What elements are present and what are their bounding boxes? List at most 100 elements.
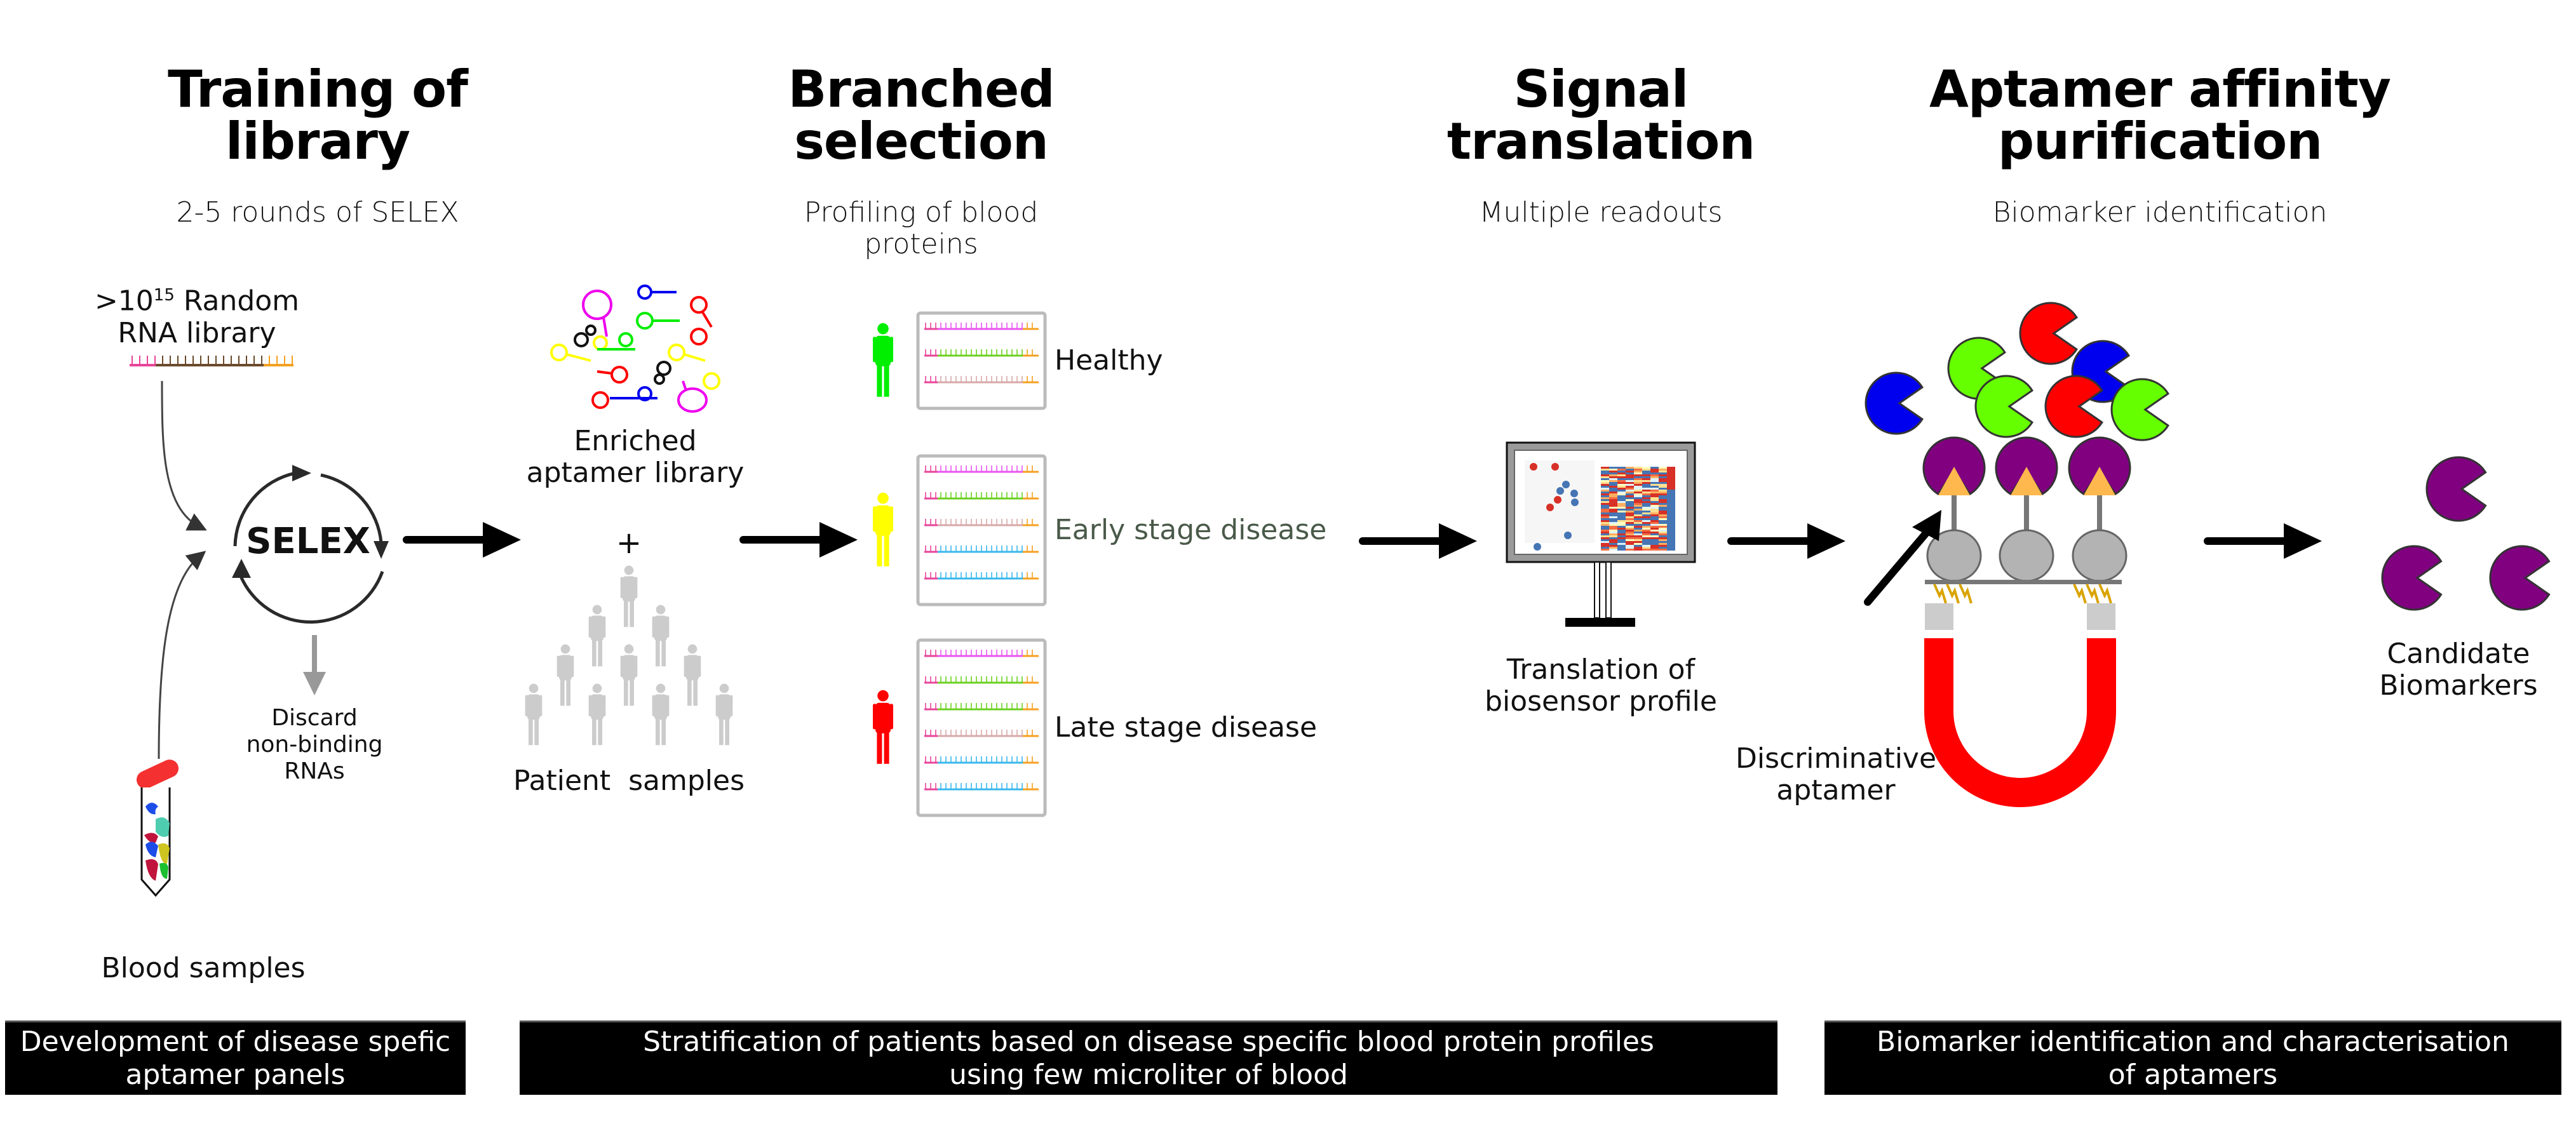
enriched-aptamer-library-icon bbox=[550, 284, 720, 413]
pointer-arrow-head bbox=[1912, 510, 1941, 541]
patient-samples-label: Patient samples bbox=[513, 765, 745, 797]
group-label: Early stage disease bbox=[1055, 514, 1327, 546]
selex-label: SELEX bbox=[246, 521, 370, 562]
magnet-icon bbox=[1924, 603, 2116, 807]
spark-icon bbox=[2086, 584, 2100, 604]
scatter-dot bbox=[1556, 487, 1564, 495]
bead-aptamer-complex bbox=[1922, 436, 1986, 582]
group-label: Healthy bbox=[1055, 344, 1163, 377]
candidate-line: Biomarkers bbox=[2379, 669, 2538, 702]
random-library-label: >1015 Random RNA library bbox=[76, 279, 318, 349]
aptamer-strand bbox=[924, 376, 1039, 384]
arrow-right-icon bbox=[1359, 523, 1477, 559]
title-line: Training of bbox=[168, 60, 468, 119]
title-line: Signal bbox=[1513, 60, 1689, 119]
discard-line: Discard bbox=[271, 705, 358, 731]
aptamer-strand bbox=[924, 545, 1039, 553]
discriminative-line: aptamer bbox=[1776, 774, 1896, 806]
discard-line: non-binding bbox=[246, 732, 383, 758]
spark-icon bbox=[2098, 584, 2112, 604]
footer-line: Development of disease spefic bbox=[20, 1026, 451, 1058]
scatter-dot bbox=[1570, 490, 1578, 497]
patient-icon bbox=[873, 492, 893, 566]
monitor-label-line: Translation of bbox=[1506, 653, 1696, 686]
discard-label: Discard non-binding RNAs bbox=[229, 705, 400, 785]
scatter-dot bbox=[1530, 463, 1537, 471]
plus-sign: + bbox=[616, 525, 642, 561]
spark-icon bbox=[1959, 584, 1972, 604]
candidate-biomarkers-icon bbox=[2381, 456, 2551, 611]
stage-title-signal: Signal translation bbox=[1436, 64, 1766, 168]
exponent: 15 bbox=[153, 286, 175, 305]
candidate-biomarker-icon bbox=[2381, 545, 2443, 611]
patient-icon bbox=[684, 644, 701, 706]
aptamer-panel bbox=[873, 311, 1047, 410]
aptamer-strand bbox=[924, 519, 1039, 526]
subtitle-line: Profiling of blood bbox=[804, 196, 1039, 229]
protein-icon bbox=[1974, 375, 2033, 438]
scatter-dot bbox=[1564, 532, 1572, 539]
monitor-label-line: biosensor profile bbox=[1485, 685, 1717, 718]
footer-banner-biomarker: Biomarker identification and characteris… bbox=[1824, 1021, 2561, 1095]
aptamer-strand bbox=[924, 492, 1039, 500]
aptamer-panel bbox=[873, 638, 1047, 817]
discard-arrow-icon bbox=[303, 635, 326, 695]
stage-title-branched: Branched selection bbox=[762, 64, 1080, 168]
title-line: library bbox=[225, 112, 410, 171]
stage-subtitle-branched: Profiling of blood proteins bbox=[731, 197, 1112, 260]
library-line1: >1015 Random bbox=[94, 284, 300, 318]
bead-aptamer-complex bbox=[1995, 436, 2058, 582]
candidate-biomarker-icon bbox=[2489, 545, 2551, 611]
aptamer-strand bbox=[924, 349, 1039, 357]
footer-line: aptamer panels bbox=[125, 1059, 346, 1091]
biosensor-profile-label: Translation of biosensor profile bbox=[1455, 654, 1747, 718]
patient-icon bbox=[652, 605, 670, 667]
candidate-line: Candidate bbox=[2387, 638, 2530, 670]
protein-icon bbox=[2019, 302, 2078, 365]
stage-subtitle-purification: Biomarker identification bbox=[1992, 196, 2328, 229]
aptamer-strand bbox=[924, 323, 1039, 330]
spark-icon bbox=[1933, 584, 1947, 604]
patient-icon bbox=[873, 323, 893, 397]
aptamer-strand bbox=[924, 676, 1039, 684]
arrow-right-icon bbox=[403, 522, 521, 558]
candidate-biomarkers-label: Candidate Biomarkers bbox=[2350, 638, 2566, 702]
biosensor-monitor-icon bbox=[1506, 441, 1696, 627]
footer-line: Biomarker identification and characteris… bbox=[1877, 1026, 2509, 1058]
aptamer-strand bbox=[924, 730, 1039, 737]
patient-icon bbox=[588, 683, 606, 746]
patient-icon bbox=[556, 644, 574, 706]
scatter-dot bbox=[1534, 543, 1541, 551]
spark-icon bbox=[2073, 584, 2087, 604]
protein-icon bbox=[1865, 371, 1924, 435]
blood-tube-icon bbox=[136, 760, 179, 897]
patient-group: Early stage disease bbox=[864, 454, 1372, 606]
title-line: purification bbox=[1997, 112, 2323, 171]
scatter-dot bbox=[1554, 496, 1561, 504]
arrow-right-icon bbox=[1727, 523, 1845, 559]
aptamer-strand bbox=[924, 650, 1039, 657]
blood-samples-label: Blood samples bbox=[101, 952, 306, 984]
footer-line: of aptamers bbox=[2108, 1059, 2278, 1091]
patient-icon bbox=[525, 683, 543, 746]
stage-subtitle-signal: Multiple readouts bbox=[1479, 196, 1723, 229]
footer-line: using few microliter of blood bbox=[949, 1059, 1348, 1091]
patient-icon bbox=[873, 690, 893, 764]
scatter-dot bbox=[1546, 504, 1554, 511]
patient-group: Healthy bbox=[864, 311, 1372, 410]
discard-line: RNAs bbox=[284, 758, 345, 784]
aptamer-panel bbox=[873, 454, 1047, 606]
footer-banner-development: Development of disease spefic aptamer pa… bbox=[5, 1021, 466, 1095]
aptamer-strand bbox=[924, 465, 1039, 473]
enriched-library-label: Enriched aptamer library bbox=[508, 425, 762, 489]
affinity-purification-illustration bbox=[1864, 302, 2169, 807]
patient-icon bbox=[715, 683, 733, 746]
title-line: selection bbox=[794, 112, 1049, 171]
title-line: translation bbox=[1446, 112, 1755, 171]
target-protein-icon bbox=[1922, 436, 1986, 495]
candidate-biomarker-icon bbox=[2425, 456, 2487, 522]
pointer-arrow-line bbox=[1864, 523, 1935, 606]
patient-icon bbox=[620, 565, 638, 627]
target-protein-icon bbox=[1995, 436, 2058, 495]
